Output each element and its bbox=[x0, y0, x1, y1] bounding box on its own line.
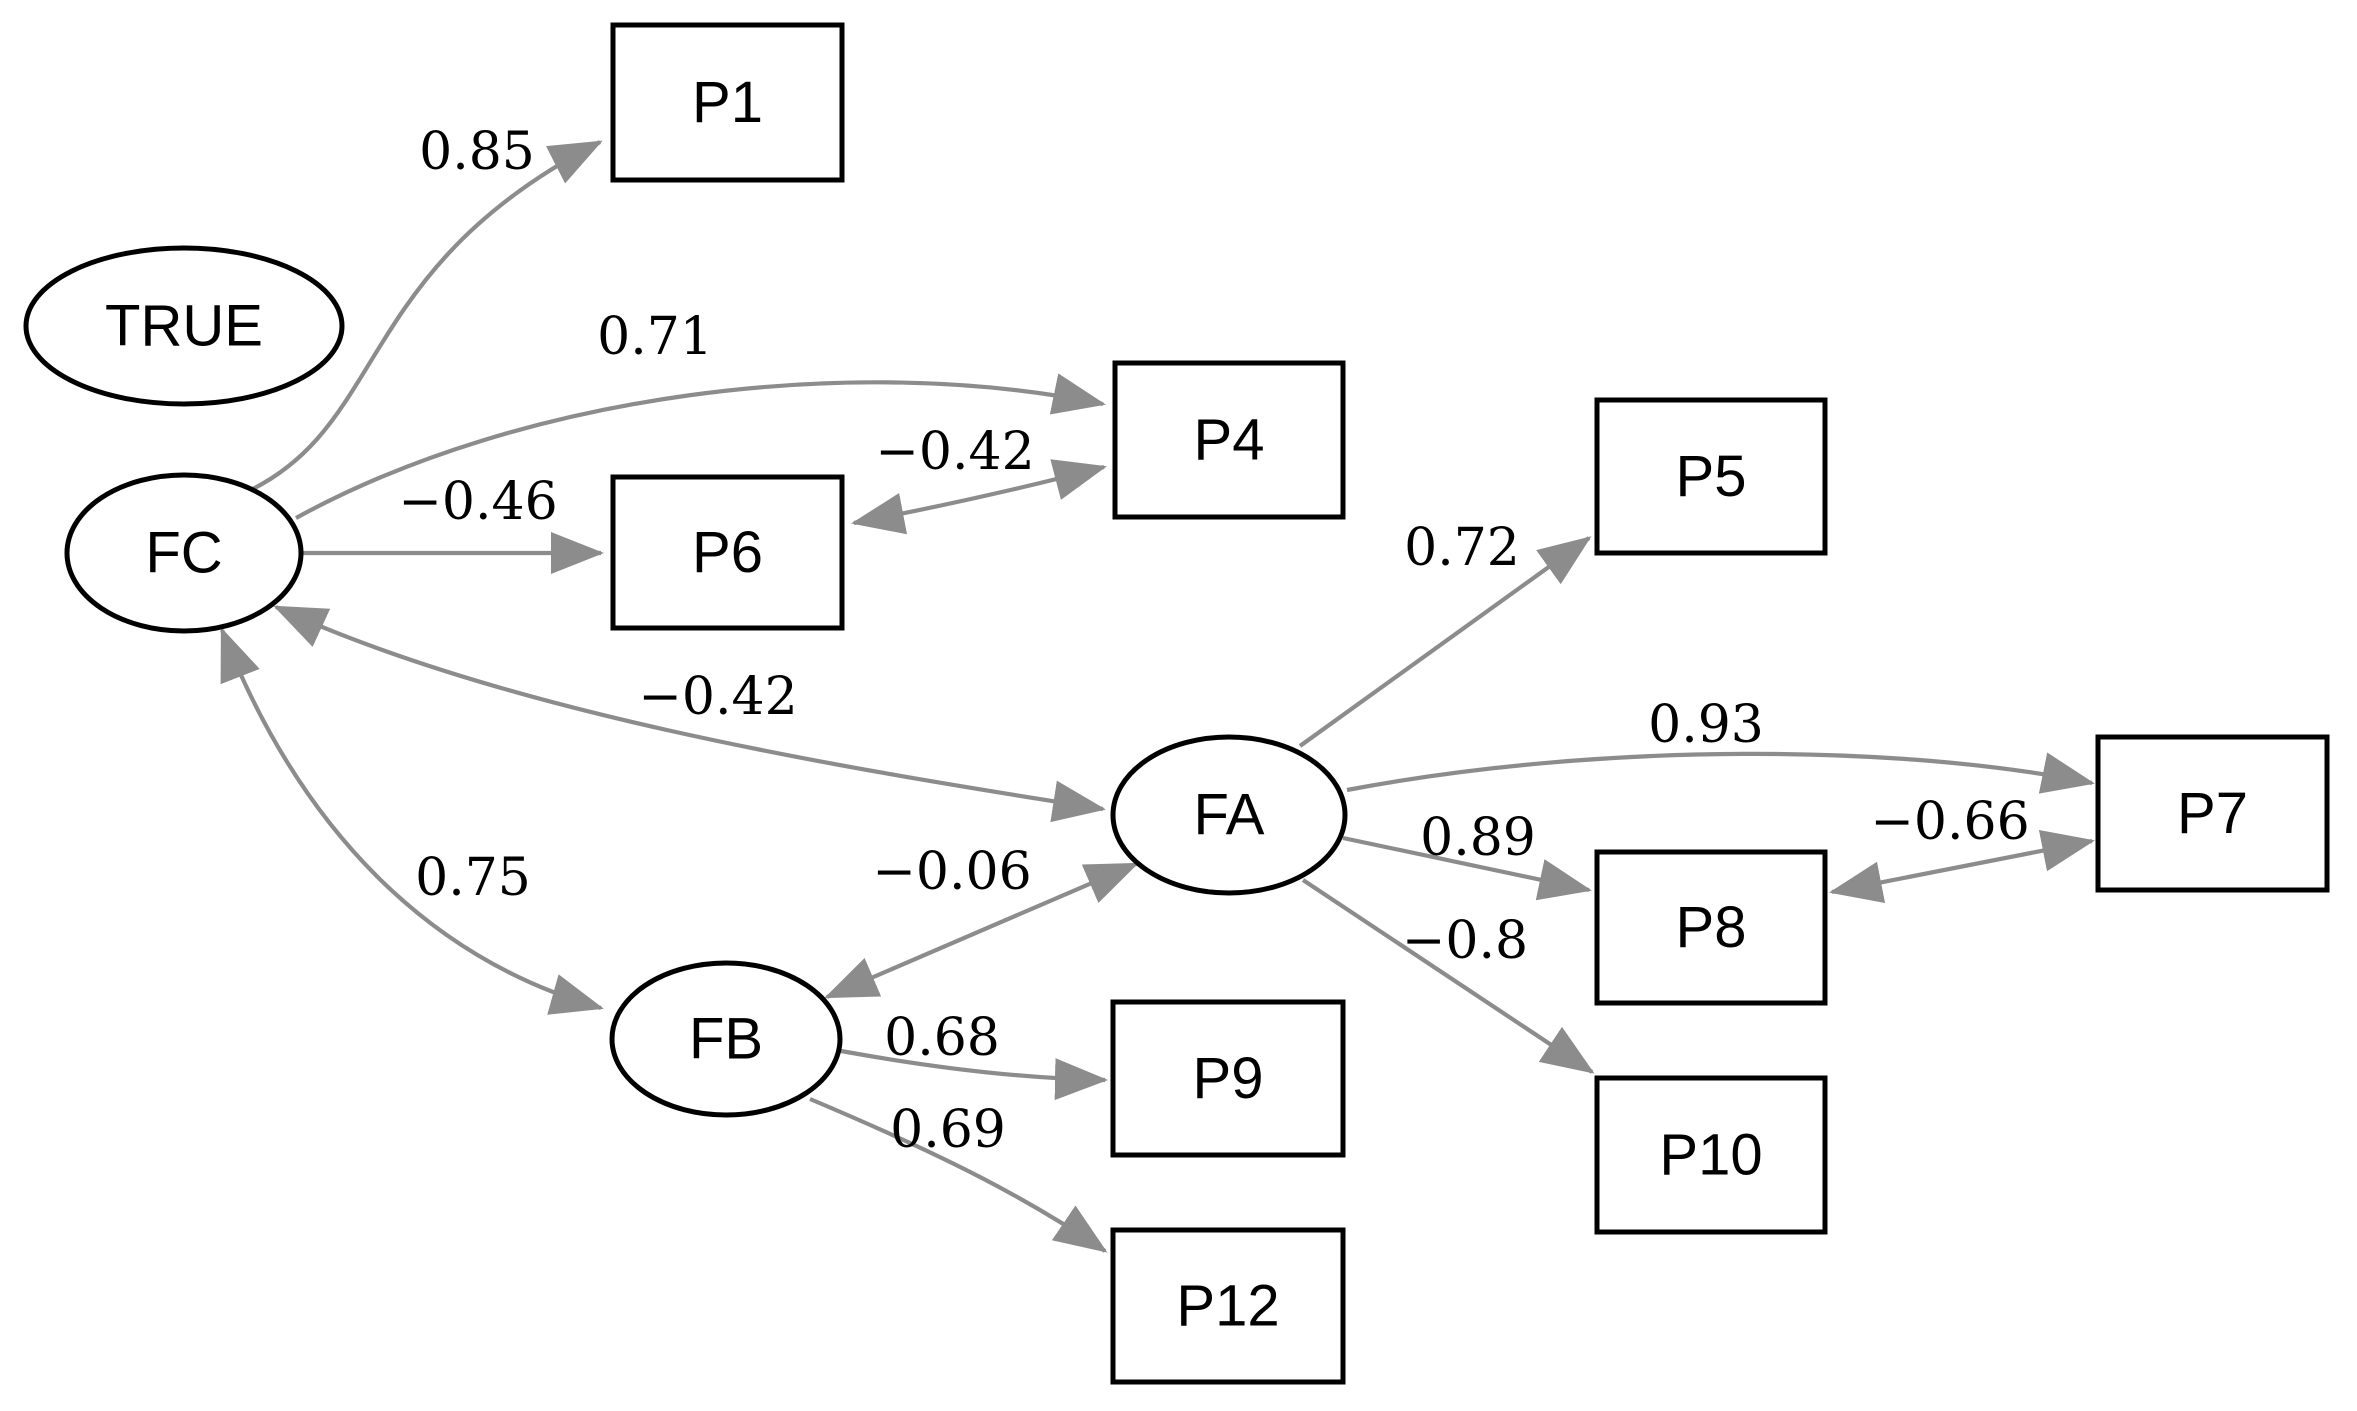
observed-variable-shape bbox=[1110, 1227, 1346, 1385]
node-FC: FC bbox=[64, 472, 304, 634]
edge-FC-FB bbox=[220, 627, 604, 1015]
node-P5: P5 bbox=[1594, 397, 1828, 556]
latent-variable-shape bbox=[23, 245, 345, 407]
edge-weight-label-FC-FA: −0.42 bbox=[638, 667, 797, 727]
node-label-FC: FC bbox=[145, 521, 222, 586]
edge-weight-label-FA-P7: 0.93 bbox=[1648, 695, 1764, 755]
observed-variable-shape bbox=[1594, 1075, 1828, 1235]
edges-layer bbox=[220, 140, 2095, 1253]
latent-variable-shape bbox=[64, 472, 304, 634]
edge-P8-P7 bbox=[1829, 830, 2095, 903]
node-FB: FB bbox=[609, 960, 843, 1118]
node-label-P10: P10 bbox=[1659, 1123, 1762, 1188]
edge-FB-FA bbox=[824, 862, 1139, 999]
edge-weight-label-FA-P8: 0.89 bbox=[1420, 808, 1536, 868]
edge-FA-P7 bbox=[1346, 751, 2095, 794]
node-label-P12: P12 bbox=[1176, 1274, 1279, 1339]
node-P4: P4 bbox=[1112, 360, 1346, 520]
latent-variable-shape bbox=[609, 960, 843, 1118]
edge-weight-label-P8-P7: −0.66 bbox=[1870, 792, 2029, 852]
node-P8: P8 bbox=[1594, 849, 1828, 1006]
edge-weight-label-FC-P4: 0.71 bbox=[597, 307, 713, 367]
edge-weight-label-P6-P4: −0.42 bbox=[875, 422, 1034, 482]
node-label-P8: P8 bbox=[1676, 895, 1747, 960]
node-P10: P10 bbox=[1594, 1075, 1828, 1235]
edge-P6-P4 bbox=[851, 459, 1107, 535]
edge-FB-P12 bbox=[809, 1097, 1108, 1253]
edge-weight-label-FC-P1: 0.85 bbox=[419, 122, 535, 182]
edge-FA-P8 bbox=[1342, 835, 1592, 901]
edge-FC-P1 bbox=[239, 140, 603, 497]
observed-variable-shape bbox=[610, 22, 845, 183]
node-label-P5: P5 bbox=[1676, 444, 1747, 509]
edge-FB-P9 bbox=[840, 1048, 1108, 1101]
observed-variable-shape bbox=[1110, 999, 1346, 1158]
node-label-P6: P6 bbox=[692, 520, 763, 585]
edge-weight-label-FB-P9: 0.68 bbox=[884, 1008, 1000, 1068]
node-label-P4: P4 bbox=[1194, 408, 1265, 473]
node-FA: FA bbox=[1110, 734, 1348, 896]
edge-FA-P5 bbox=[1298, 536, 1592, 748]
edge-weight-label-FC-FB: 0.75 bbox=[415, 848, 531, 908]
observed-variable-shape bbox=[1594, 397, 1828, 556]
edge-labels-layer: 0.85 0.71 −0.46 −0.42 −0.42 0.75 −0.06 0.72 0.93… bbox=[398, 122, 2029, 1160]
node-label-FA: FA bbox=[1194, 783, 1265, 848]
node-label-P7: P7 bbox=[2177, 781, 2248, 846]
node-P1: P1 bbox=[610, 22, 845, 183]
edge-FA-P10 bbox=[1301, 878, 1595, 1074]
observed-variable-shape bbox=[610, 474, 845, 631]
node-label-TRUE: TRUE bbox=[105, 294, 263, 359]
latent-variable-shape bbox=[1110, 734, 1348, 896]
observed-variable-shape bbox=[1594, 849, 1828, 1006]
node-TRUE: TRUE bbox=[23, 245, 345, 407]
node-label-FB: FB bbox=[689, 1007, 763, 1072]
observed-variable-shape bbox=[2095, 734, 2330, 893]
node-P7: P7 bbox=[2095, 734, 2330, 893]
edge-weight-label-FA-P5: 0.72 bbox=[1404, 518, 1520, 578]
observed-variable-shape bbox=[1112, 360, 1346, 520]
node-label-P1: P1 bbox=[692, 70, 763, 135]
node-P12: P12 bbox=[1110, 1227, 1346, 1385]
edge-weight-label-FA-P10: −0.8 bbox=[1402, 911, 1528, 971]
node-label-P9: P9 bbox=[1193, 1046, 1264, 1111]
node-P6: P6 bbox=[610, 474, 845, 631]
edge-weight-label-FB-P12: 0.69 bbox=[890, 1100, 1006, 1160]
edge-FC-P4 bbox=[294, 373, 1106, 520]
edge-weight-label-FC-P6: −0.46 bbox=[398, 472, 557, 532]
edge-weight-label-FB-FA: −0.06 bbox=[872, 842, 1031, 902]
node-P9: P9 bbox=[1110, 999, 1346, 1158]
